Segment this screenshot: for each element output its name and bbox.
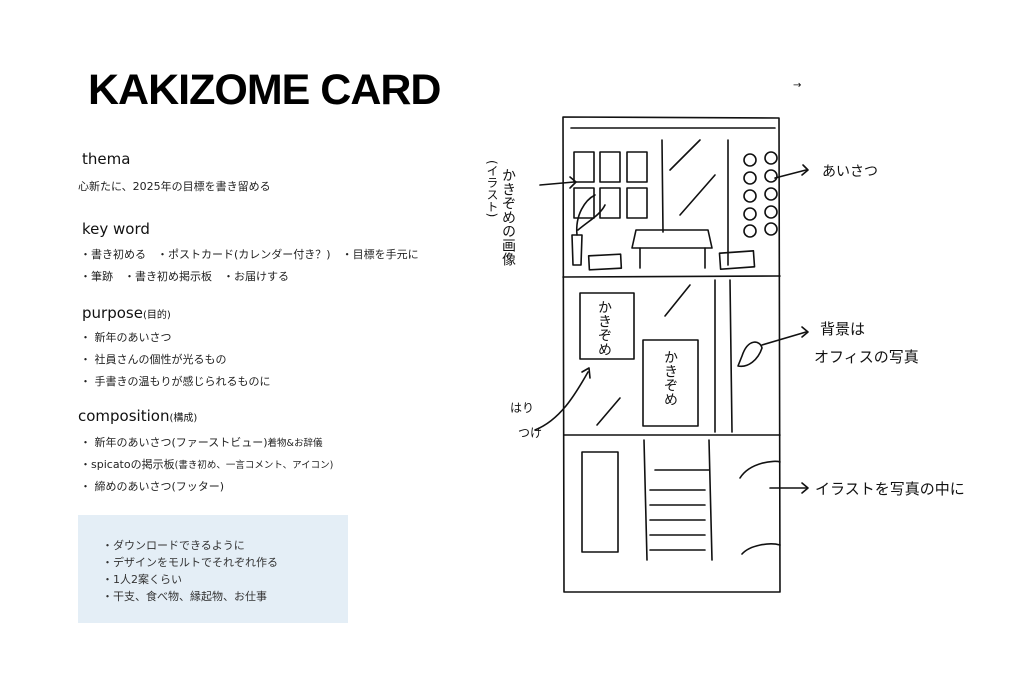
composition-note: (構成) <box>169 413 198 424</box>
keyword-line-2: ・筆跡 ・書き初め掲示板 ・お届けする <box>80 270 289 283</box>
note-item: 1人2案くらい <box>102 571 348 588</box>
thema-heading: thema <box>82 150 131 168</box>
sketch-label: あいさつ <box>822 164 878 180</box>
purpose-item: ・ 社員さんの個性が光るもの <box>80 353 227 366</box>
sketch-label: はり <box>510 401 534 415</box>
page-title: KAKIZOME CARD <box>88 66 441 114</box>
composition-heading: composition(構成) <box>78 407 198 425</box>
purpose-item: ・ 手書きの温もりが感じられるものに <box>80 375 271 388</box>
wireframe-sketch: → かきぞめの画像 (イラスト) あいさつ 背景は オフィスの写真 はり つけ … <box>485 80 965 593</box>
sketch-label: (イラスト) <box>485 160 499 217</box>
notes-box: ダウンロードできるように デザインをモルトでそれぞれ作る 1人2案くらい 干支、… <box>78 515 348 623</box>
card-text: かきぞめ <box>596 300 612 356</box>
purpose-item: ・ 新年のあいさつ <box>80 331 172 344</box>
greeting-circles <box>743 151 778 238</box>
sketch-label: オフィスの写真 <box>814 348 919 366</box>
sketch-label: 背景は <box>820 320 865 338</box>
sketch-frame <box>562 116 781 593</box>
note-item: デザインをモルトでそれぞれ作る <box>102 554 348 571</box>
composition-item: ・ 新年のあいさつ(ファーストビュー)着物&お辞儀 <box>80 436 323 449</box>
keyword-heading: key word <box>82 220 150 238</box>
composition-item: ・ 締めのあいさつ(フッター) <box>80 480 225 493</box>
page-mark: → <box>793 80 801 91</box>
keyword-line-1: ・書き初める ・ポストカード(カレンダー付き？) ・目標を手元に <box>80 248 419 261</box>
purpose-heading: purpose(目的) <box>82 304 171 322</box>
purpose-note: (目的) <box>142 310 171 321</box>
thema-text: 心新たに、2025年の目標を書き留める <box>78 180 271 193</box>
sketch-label: イラストを写真の中に <box>815 480 965 498</box>
sketch-label: かきぞめの画像 <box>500 168 516 266</box>
composition-item: ・spicatoの掲示板(書き初め、一言コメント、アイコン) <box>80 458 334 471</box>
card-text: かきぞめ <box>662 350 678 406</box>
note-item: 干支、食べ物、縁起物、お仕事 <box>102 588 348 605</box>
sketch-label: つけ <box>518 426 542 440</box>
note-item: ダウンロードできるように <box>102 537 348 554</box>
